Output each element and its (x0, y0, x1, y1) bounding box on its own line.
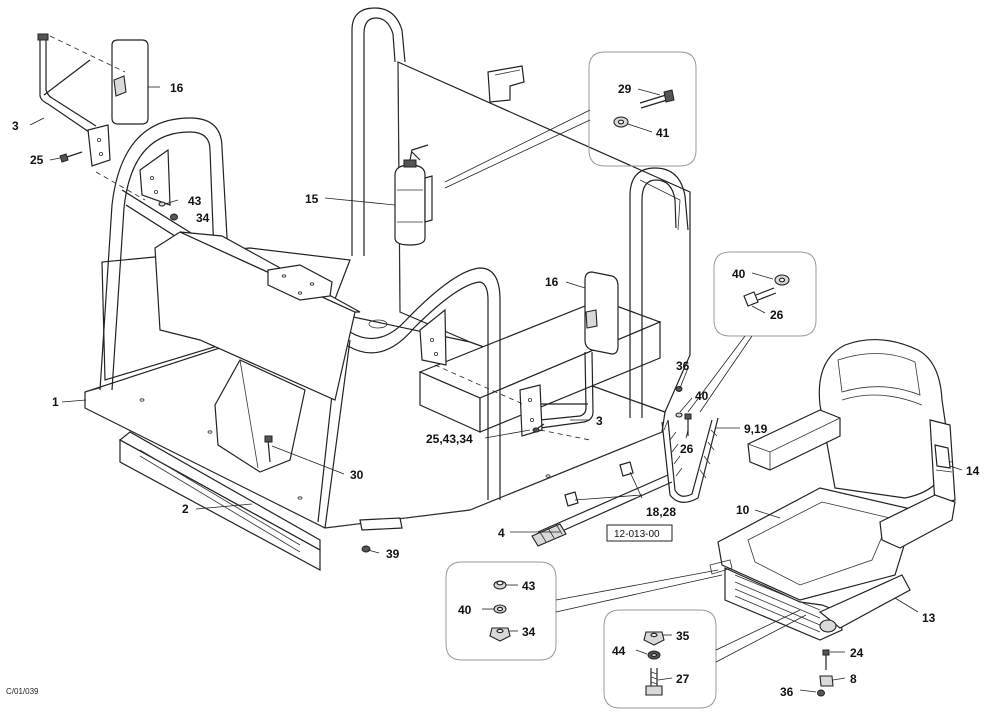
inset-box-29-41 (444, 51, 697, 189)
callout-29: 29 (618, 82, 632, 96)
callout-25: 25 (30, 153, 44, 167)
side-step-rail (118, 431, 321, 572)
callout-40-inset: 40 (732, 267, 746, 281)
mount-dashed-lines (49, 35, 591, 441)
drawing-code: C/01/039 (6, 687, 39, 696)
callout-35: 35 (676, 629, 690, 643)
steering-pedestal (214, 359, 306, 473)
reference-code: 12-013-00 (614, 529, 660, 540)
callout-44: 44 (612, 644, 626, 658)
leader-lines (29, 86, 963, 693)
roll-bar-gussets (139, 148, 447, 366)
operator-seat (709, 338, 956, 641)
callout-25-43-34: 25,43,34 (426, 432, 473, 446)
inset-box-40-26 (687, 251, 817, 413)
callout-2: 2 (182, 502, 189, 516)
callout-41: 41 (656, 126, 670, 140)
callout-3-arm: 3 (12, 119, 19, 133)
callout-26-inset: 26 (770, 308, 784, 322)
callout-36-bottom: 36 (780, 685, 794, 699)
fire-extinguisher (394, 144, 433, 246)
callout-8: 8 (850, 672, 857, 686)
callout-26-main: 26 (680, 442, 694, 456)
hose-loop-9-19 (661, 417, 719, 503)
main-view-fasteners (59, 151, 692, 553)
callout-labels: 16 3 25 43 34 15 1 2 30 39 4 18,28 25,43… (12, 81, 980, 699)
callout-10: 10 (736, 503, 750, 517)
rear-hitch-bracket (487, 65, 525, 103)
inset-box-43-40-34 (445, 561, 723, 661)
callout-34: 34 (196, 211, 210, 225)
callout-3-right-arm: 3 (596, 414, 603, 428)
callout-13: 13 (922, 611, 936, 625)
callout-36-top: 36 (676, 359, 690, 373)
inset-box-35-44-27 (603, 609, 807, 709)
callout-15: 15 (305, 192, 319, 206)
reference-box: 12-013-00 (606, 524, 673, 542)
callout-34-inset: 34 (522, 625, 536, 639)
callout-30: 30 (350, 468, 364, 482)
rod-part-4 (531, 474, 673, 547)
callout-39: 39 (386, 547, 400, 561)
callout-43-inset: 43 (522, 579, 536, 593)
mirror-arm-top-left (37, 33, 111, 167)
callout-14: 14 (966, 464, 980, 478)
callout-43: 43 (188, 194, 202, 208)
mirror-top-left (111, 39, 149, 125)
left-side-floor-mount (84, 387, 101, 393)
callout-16-mirror: 16 (170, 81, 184, 95)
roll-bar-rear-right (629, 167, 689, 418)
callout-24: 24 (850, 646, 864, 660)
callout-18-28: 18,28 (646, 505, 676, 519)
callout-27: 27 (676, 672, 690, 686)
dashboard-console (154, 231, 361, 401)
callout-40-main: 40 (695, 389, 709, 403)
seat-mount-fasteners (817, 649, 834, 697)
callout-40-inset-lower: 40 (458, 603, 472, 617)
front-roll-bar (99, 117, 501, 529)
roll-bar-rear-left (351, 7, 406, 256)
callout-1: 1 (52, 395, 59, 409)
callout-4: 4 (498, 526, 505, 540)
callout-16-right-mirror: 16 (545, 275, 559, 289)
callout-9-19: 9,19 (744, 422, 768, 436)
clips-18-28 (564, 461, 634, 507)
mirror-right (584, 271, 619, 355)
